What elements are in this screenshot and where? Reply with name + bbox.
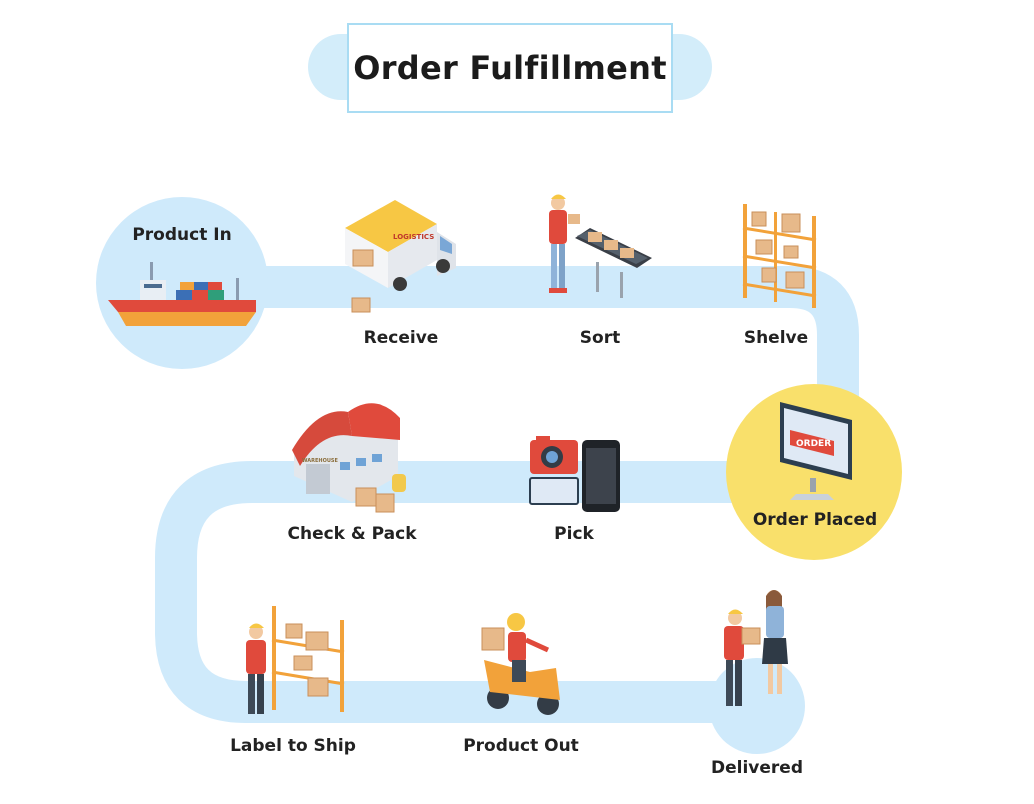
step-label-order-placed: Order Placed <box>752 510 878 530</box>
sorting-conveyor-icon <box>549 194 652 298</box>
warehouse-shelf-icon <box>742 204 817 308</box>
step-label-label-to-ship: Label to Ship <box>230 736 356 756</box>
step-label-product-out: Product Out <box>463 736 579 756</box>
monitor-text: ORDER <box>796 439 831 449</box>
step-label-sort: Sort <box>579 328 621 348</box>
delivery-truck-icon: LOGISTICS <box>345 200 456 313</box>
step-label-product-in: Product In <box>132 225 232 245</box>
label-to-ship-icon <box>246 606 345 714</box>
diagram-title: Order Fulfillment <box>353 49 667 87</box>
smartphone-icon <box>582 440 620 512</box>
title-box: Order Fulfillment <box>347 23 673 113</box>
step-label-check-pack: Check & Pack <box>287 524 417 544</box>
warehouse-text: WAREHOUSE <box>302 458 339 464</box>
truck-text: LOGISTICS <box>393 233 434 241</box>
step-label-delivered: Delivered <box>711 758 803 778</box>
camera-icon <box>529 436 579 505</box>
step-label-shelve: Shelve <box>743 328 809 348</box>
computer-monitor-icon: ORDER <box>780 402 852 500</box>
warehouse-building-icon: WAREHOUSE <box>292 403 406 513</box>
delivered-circle <box>709 658 805 754</box>
step-label-pick: Pick <box>554 524 594 544</box>
order-placed-circle <box>726 384 902 560</box>
delivery-handoff-icon <box>724 590 788 706</box>
ship-icon <box>108 262 256 326</box>
courier-scooter-icon <box>481 613 560 715</box>
flow-path <box>155 266 859 723</box>
step-label-receive: Receive <box>363 328 439 348</box>
